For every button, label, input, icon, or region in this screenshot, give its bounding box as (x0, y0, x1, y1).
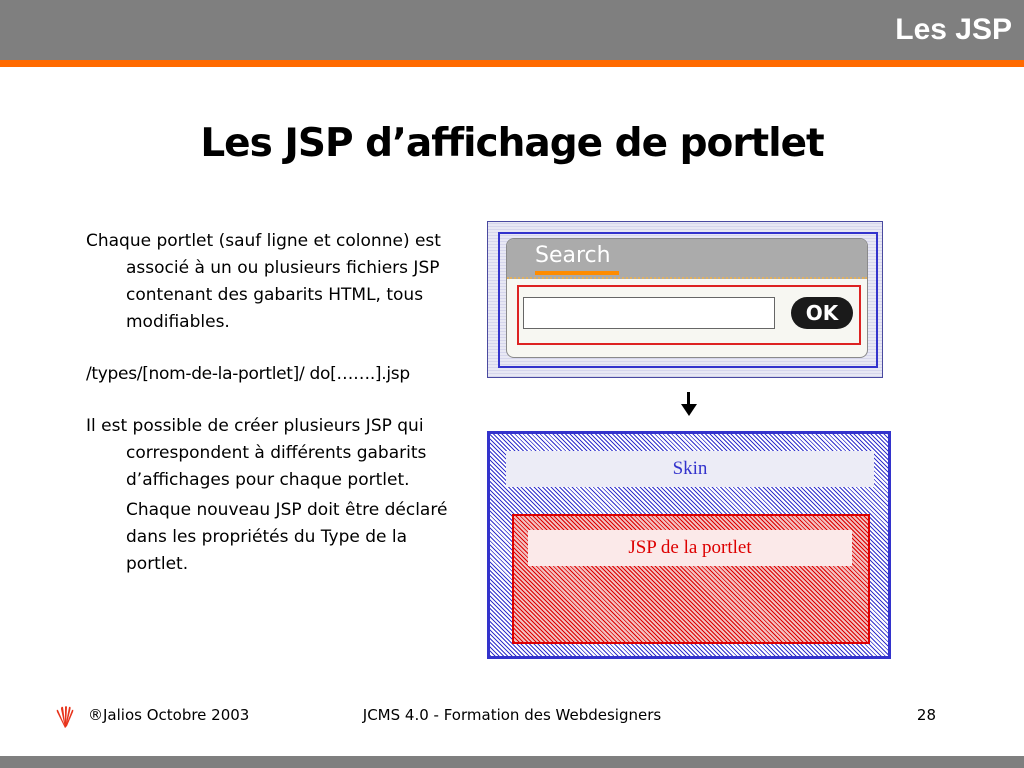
skin-label: Skin (506, 451, 874, 487)
section-title: Les JSP (895, 13, 1012, 46)
ok-button[interactable]: OK (791, 297, 853, 329)
slide-title: Les JSP d’affichage de portlet (200, 121, 824, 166)
search-portlet-panel: Search OK (506, 238, 868, 358)
search-portlet-screenshot: Search OK (487, 221, 883, 378)
text-content: Chaque portlet (sauf ligne et colonne) e… (86, 228, 466, 578)
top-bar: Les JSP (0, 0, 1024, 60)
footer-course-title: JCMS 4.0 - Formation des Webdesigners (362, 706, 662, 724)
jsp-outline: OK (517, 285, 861, 345)
jalios-logo-icon (56, 706, 74, 728)
title-underline (535, 271, 619, 275)
footer-copyright: ®Jalios Octobre 2003 (88, 706, 250, 724)
jsp-portlet-box: JSP de la portlet (512, 514, 870, 644)
bottom-bar (0, 756, 1024, 768)
page-number: 28 (916, 706, 936, 724)
down-arrow-icon (687, 392, 690, 406)
paragraph-multiple-jsp: Il est possible de créer plusieurs JSP q… (86, 416, 427, 490)
skin-diagram: Skin JSP de la portlet (487, 431, 891, 659)
search-portlet-title: Search (535, 243, 611, 268)
paragraph-declaration: Chaque nouveau JSP doit être déclaré dan… (126, 500, 448, 574)
paragraph-portlet-jsp: Chaque portlet (sauf ligne et colonne) e… (86, 231, 441, 332)
skin-outline (498, 232, 878, 368)
paragraph-path: /types/[nom-de-la-portlet]/ do[…….].jsp (86, 364, 410, 384)
arrow-head-icon (681, 404, 697, 416)
search-portlet-header: Search (507, 239, 867, 279)
jsp-portlet-label: JSP de la portlet (528, 530, 852, 566)
accent-divider (0, 60, 1024, 67)
search-input[interactable] (523, 297, 775, 329)
